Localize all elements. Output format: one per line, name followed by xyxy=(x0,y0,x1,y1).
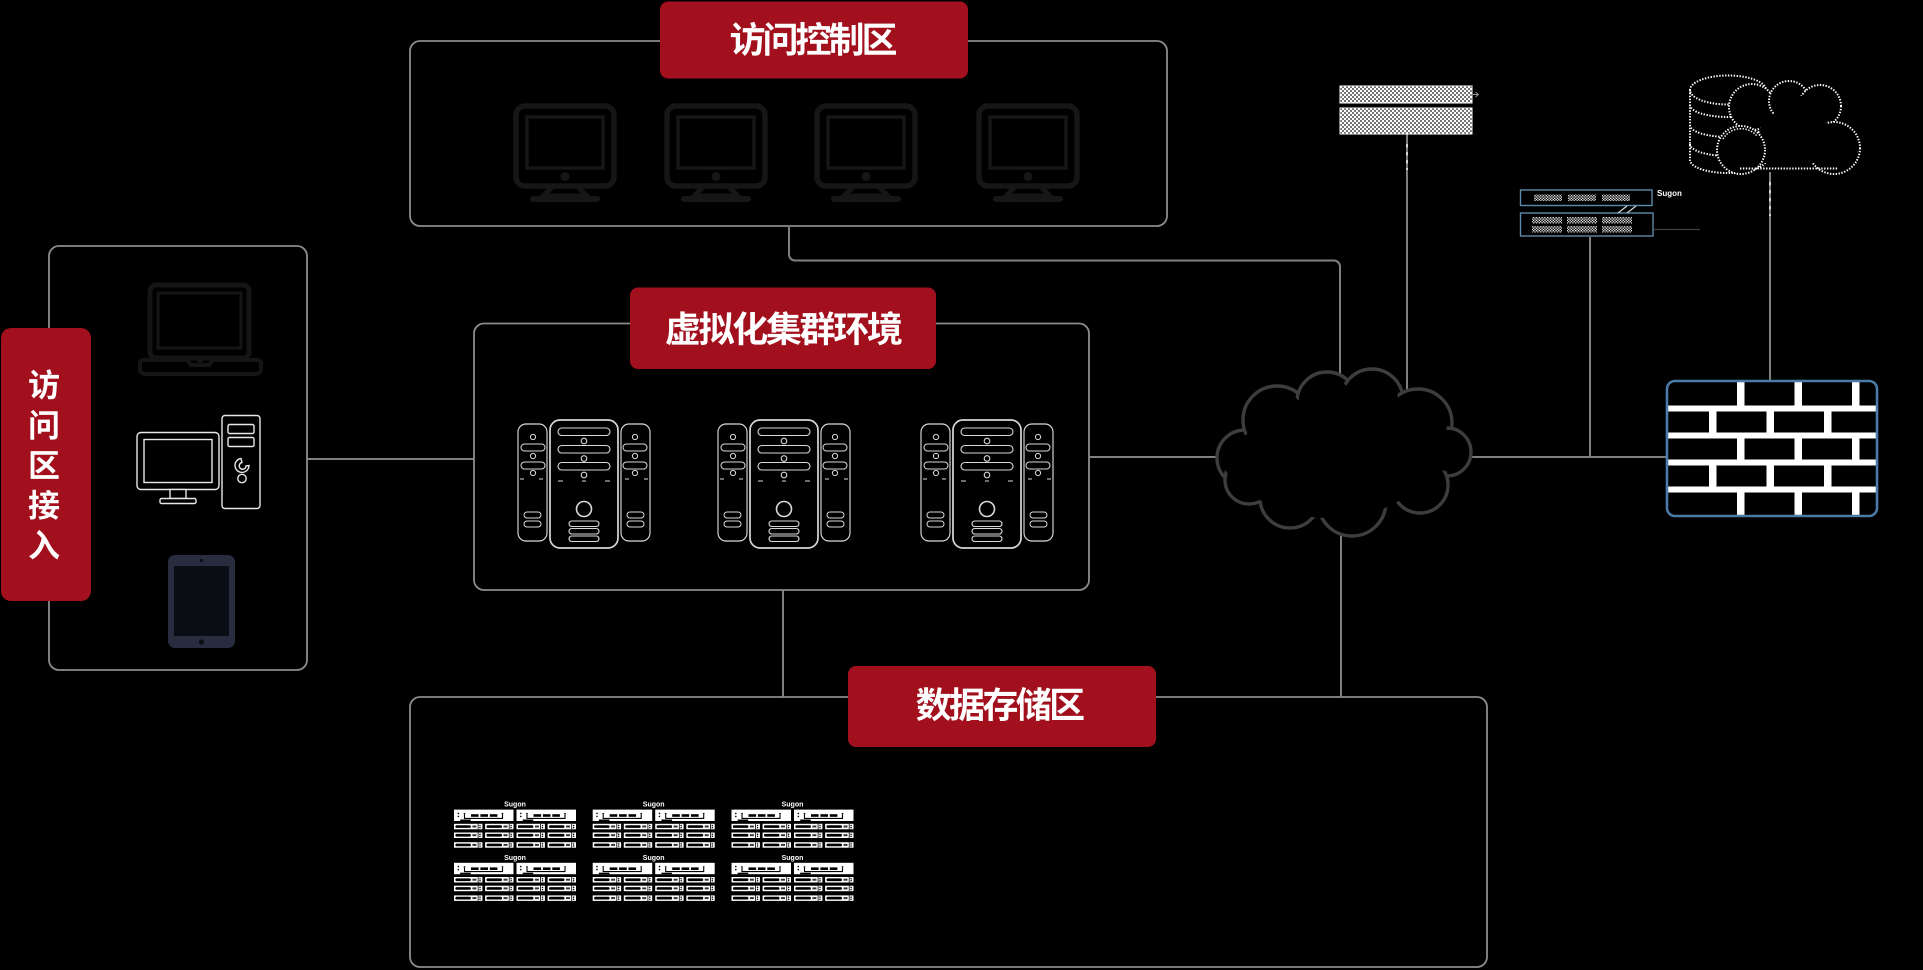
svg-text:Sugon: Sugon xyxy=(504,802,526,809)
svg-text:Sugon: Sugon xyxy=(643,855,665,862)
svg-text:Sugon: Sugon xyxy=(1657,189,1682,198)
svg-text:Sugon: Sugon xyxy=(504,855,526,862)
svg-text:Sugon: Sugon xyxy=(643,802,665,809)
svg-text:Sugon: Sugon xyxy=(782,855,804,862)
svg-text:Sugon: Sugon xyxy=(782,802,804,809)
